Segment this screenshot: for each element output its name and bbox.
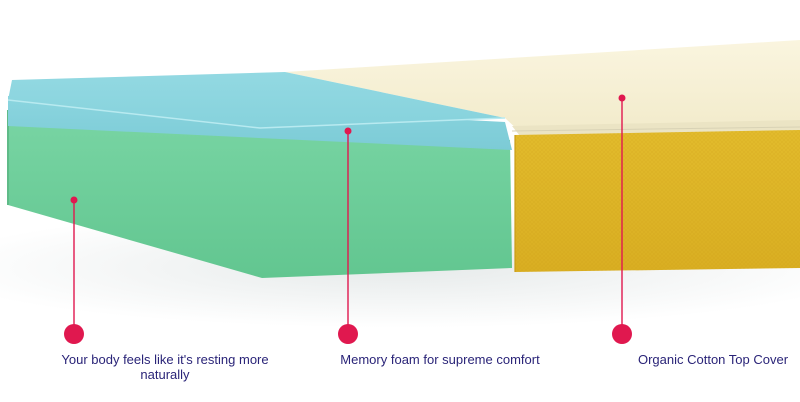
callout-caption-memory-foam: Memory foam for supreme comfort	[340, 352, 540, 367]
memory-foam-layer	[8, 72, 505, 128]
pink-dot-marker	[338, 324, 358, 344]
callout-3	[612, 94, 632, 344]
pink-dot-marker-small	[618, 94, 626, 102]
green-foam-layer	[8, 110, 512, 278]
callout-2	[338, 127, 358, 344]
pink-dot-marker	[64, 324, 84, 344]
pink-dot-marker-small	[70, 196, 78, 204]
pink-dot-marker	[612, 324, 632, 344]
callout-caption-body-feel: Your body feels like it's resting more n…	[61, 352, 269, 382]
callout-1	[64, 196, 84, 344]
callout-caption-top-cover: Organic Cotton Top Cover	[637, 352, 789, 367]
pink-dot-marker-small	[344, 127, 352, 135]
cotton-top-cover	[285, 40, 800, 132]
